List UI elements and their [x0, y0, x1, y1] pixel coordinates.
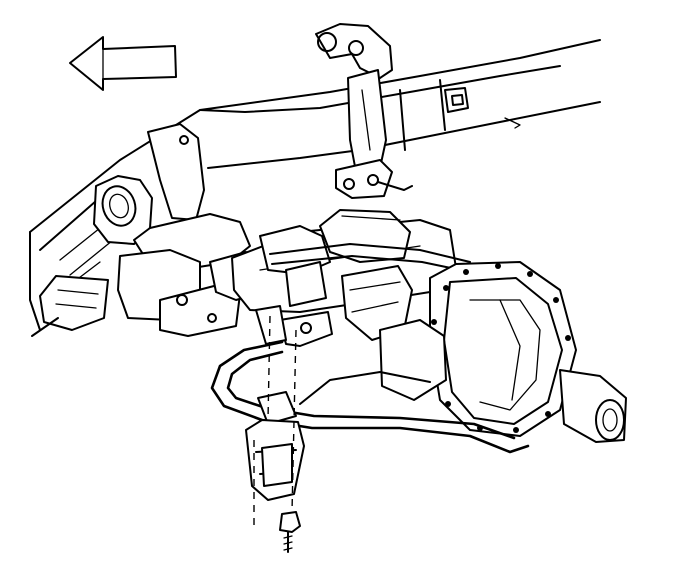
direction-arrow-icon — [69, 36, 177, 91]
stabilizer-bushing-bracket — [245, 305, 333, 501]
lower-crossmember — [31, 249, 265, 337]
assembly-lines — [253, 315, 297, 530]
differential-housing — [379, 261, 627, 443]
upper-mounting-bracket — [315, 23, 413, 199]
left-mount-bracket — [93, 123, 251, 271]
frame-rail — [29, 39, 601, 331]
mounting-bolt-icon — [279, 511, 301, 553]
